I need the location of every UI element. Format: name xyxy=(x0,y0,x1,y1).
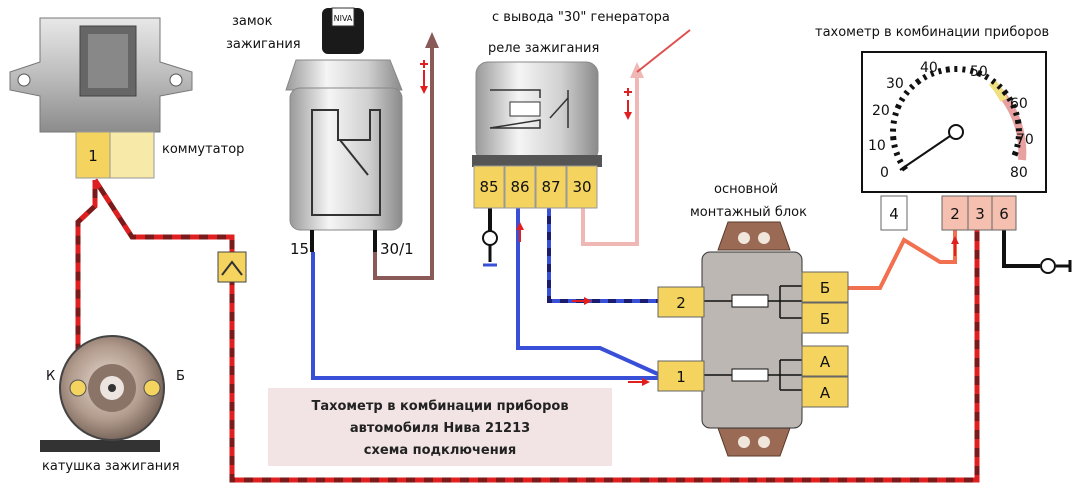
tacho-tick xyxy=(1015,136,1022,140)
current-arrows xyxy=(420,60,959,386)
tacho-tick xyxy=(983,73,990,81)
tacho-tick xyxy=(890,120,897,125)
relay-pin-30: 30 xyxy=(572,178,591,196)
relay-pin-87: 87 xyxy=(541,178,560,196)
tacho-tick xyxy=(976,70,983,78)
ignition-relay: реле зажигания 85 86 87 30 xyxy=(472,41,602,209)
ground-terminal-relay xyxy=(482,230,498,246)
tacho-tick xyxy=(892,111,899,117)
block-right-pin-b1: Б xyxy=(820,279,830,297)
tacho-tick xyxy=(969,67,975,75)
tacho-scale-30: 30 xyxy=(886,76,904,92)
relay-pin-85: 85 xyxy=(479,178,498,196)
tacho-tick xyxy=(908,83,916,91)
arrow-up-brown xyxy=(425,32,439,48)
tacho-tick xyxy=(937,67,943,75)
tacho-scale-80: 80 xyxy=(1010,165,1028,181)
wire-tacho-ground xyxy=(1002,230,1040,268)
block-right-pin-b2: Б xyxy=(820,310,830,328)
tacho-tick xyxy=(903,89,910,96)
block-right-pin-a2: А xyxy=(820,384,831,402)
tachometer-ticks xyxy=(889,65,1023,172)
tacho-tick xyxy=(1014,143,1021,148)
tacho-tick xyxy=(1011,150,1019,157)
ignition-lock-label-line1: замок xyxy=(232,14,273,29)
commutator: 1 коммутатор xyxy=(9,17,244,179)
generator-pointer xyxy=(636,29,691,73)
arrow-up-pink xyxy=(630,62,644,78)
tacho-tick xyxy=(896,158,904,164)
tacho-scale-0: 0 xyxy=(880,165,889,181)
mounting-block-label-line1: основной xyxy=(714,182,778,197)
tachometer: тахометр в комбинации приборов 0 10 20 3… xyxy=(815,25,1049,231)
tacho-scale-10: 10 xyxy=(868,138,886,154)
wire-relay-86 xyxy=(516,208,661,377)
tacho-tick xyxy=(1013,111,1020,117)
tacho-pin-4: 4 xyxy=(889,205,899,223)
lock-pin-30-1: 30/1 xyxy=(380,240,414,258)
tacho-tick xyxy=(996,83,1003,90)
wire-lock-15 xyxy=(311,252,660,380)
tacho-tick xyxy=(890,135,897,141)
tachometer-label: тахометр в комбинации приборов xyxy=(815,25,1049,40)
block-left-pin-1: 1 xyxy=(676,368,686,386)
ignition-relay-label: реле зажигания xyxy=(488,41,599,56)
caption-line2: автомобиля Нива 21213 xyxy=(350,421,530,436)
tacho-pin-3: 3 xyxy=(975,205,985,223)
tacho-scale-60: 60 xyxy=(1010,96,1028,112)
block-left-pin-2: 2 xyxy=(676,294,686,312)
generator-source-label: с вывода "30" генератора xyxy=(492,10,670,25)
caption-box: Тахометр в комбинации приборов автомобил… xyxy=(268,388,612,466)
wires xyxy=(75,29,1072,483)
tacho-pin-6: 6 xyxy=(999,205,1009,223)
wire-relay-87 xyxy=(547,208,660,303)
coil-label: катушка зажигания xyxy=(42,459,180,474)
wire-block-b-tacho xyxy=(848,230,957,290)
ignition-lock-label-line2: зажигания xyxy=(226,37,301,52)
commutator-pin-1: 1 xyxy=(88,147,98,165)
mounting-block: основной монтажный блок 2 1 Б Б А А xyxy=(657,182,849,457)
tacho-tick xyxy=(1001,89,1009,97)
tacho-tick xyxy=(929,70,935,78)
tacho-tick xyxy=(1010,103,1017,109)
wire-tacho-signal xyxy=(75,178,980,483)
tacho-tick xyxy=(898,96,906,103)
inline-connector xyxy=(217,251,247,283)
tacho-tick xyxy=(962,66,966,73)
tacho-tick xyxy=(914,78,922,86)
wire-relay-30 xyxy=(581,72,639,246)
tacho-tick xyxy=(922,73,928,81)
tacho-tick xyxy=(945,66,951,73)
tacho-scale-50: 50 xyxy=(970,64,988,80)
tacho-tick xyxy=(1006,96,1014,103)
ignition-lock: замок зажигания NIVA 15 30/1 xyxy=(226,7,414,258)
lock-pin-15: 15 xyxy=(290,240,309,258)
tacho-pin-2: 2 xyxy=(950,205,960,223)
coil-label-k: К xyxy=(46,369,55,384)
tacho-scale-40: 40 xyxy=(920,60,938,76)
commutator-label: коммутатор xyxy=(162,142,244,157)
tacho-tick xyxy=(891,144,898,149)
block-right-pin-a1: А xyxy=(820,353,831,371)
tacho-tick xyxy=(990,78,997,85)
tacho-tick xyxy=(894,103,902,110)
caption-line3: схема подключения xyxy=(364,443,516,458)
wire-lock-30-1 xyxy=(373,42,434,280)
tacho-scale-20: 20 xyxy=(872,103,890,119)
tacho-tick xyxy=(1014,119,1022,125)
caption-line1: Тахометр в комбинации приборов xyxy=(311,399,568,414)
tacho-scale-70: 70 xyxy=(1016,132,1034,148)
tacho-tick xyxy=(893,151,901,157)
mounting-block-label-line2: монтажный блок xyxy=(690,205,807,220)
ground-terminal-tacho xyxy=(1040,258,1056,274)
ignition-coil: К Б катушка зажигания xyxy=(40,335,185,474)
coil-label-b: Б xyxy=(176,369,185,384)
lock-brand: NIVA xyxy=(334,14,353,23)
relay-pin-86: 86 xyxy=(510,178,529,196)
